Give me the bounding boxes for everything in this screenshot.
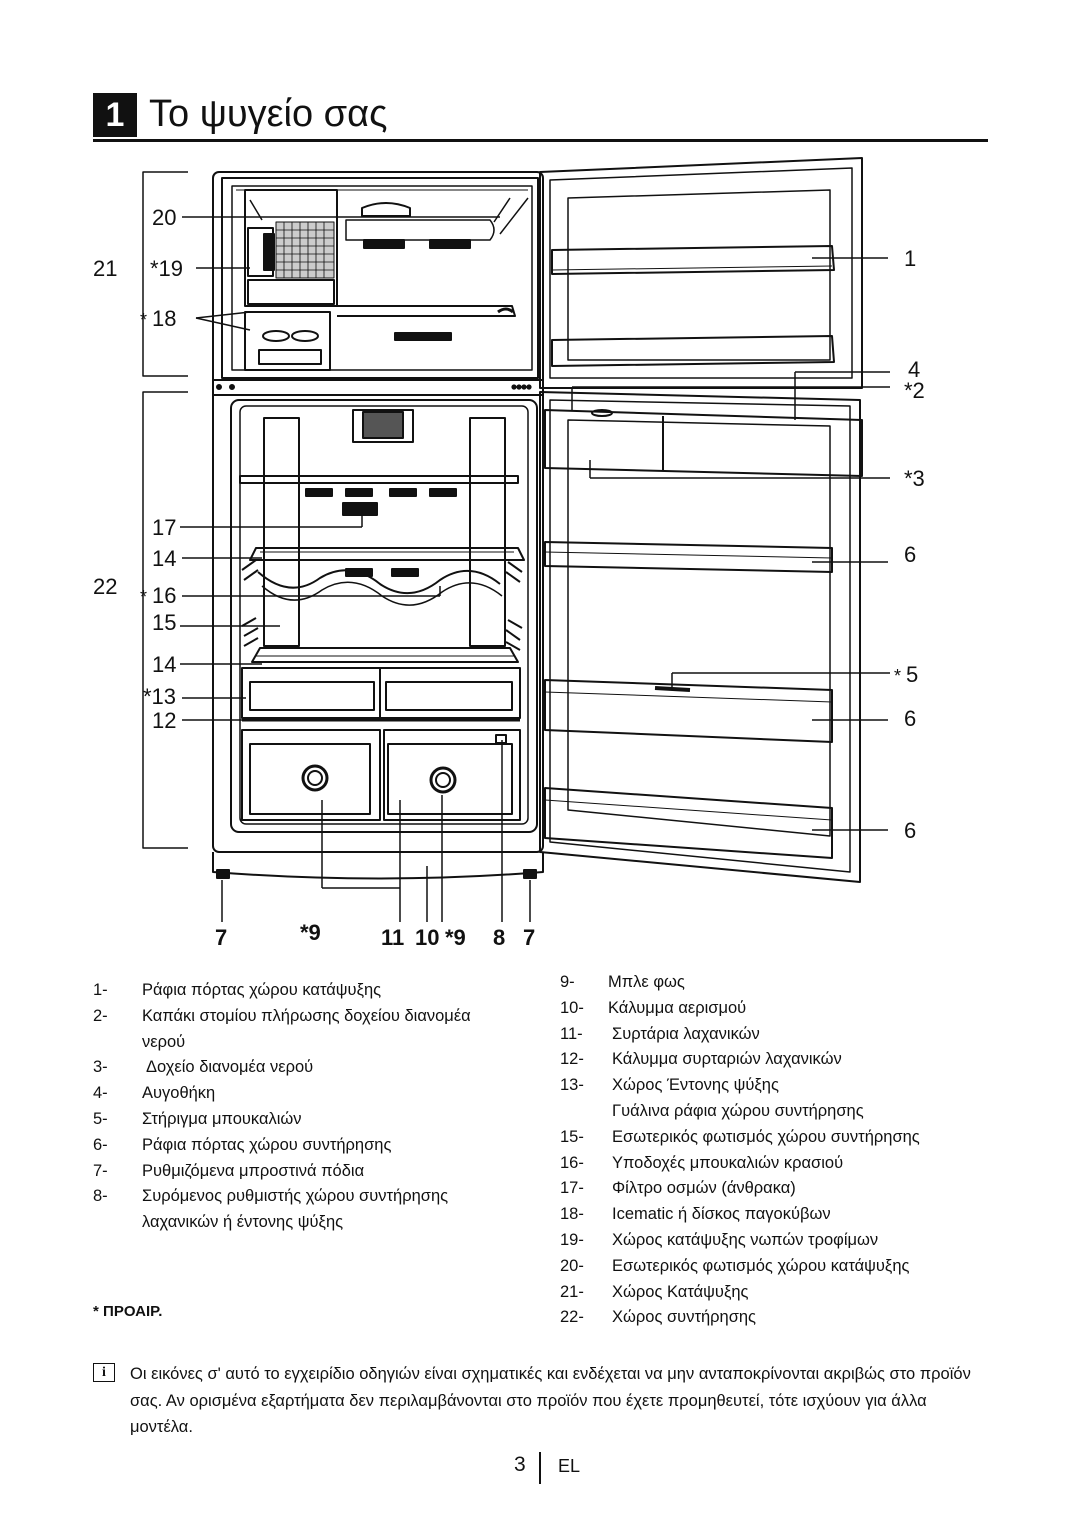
legend-item: 9-Μπλε φως <box>560 973 685 991</box>
legend-item: λαχανικών ή έντονης ψύξης <box>142 1213 344 1232</box>
callout-19: *19 <box>150 256 183 281</box>
legend-item: 21-Χώρος Κατάψυξης <box>560 1282 749 1301</box>
callout-18: 18 <box>152 306 176 331</box>
legend-item: 8-Συρόμενος ρυθμιστής χώρου συντήρησης <box>93 1187 449 1206</box>
bracket-lines <box>142 171 188 849</box>
callout-17: 17 <box>152 515 176 540</box>
info-note: Οι εικόνες σ' αυτό το εγχειρίδιο οδηγιών… <box>130 1365 971 1436</box>
freezer-interior <box>244 189 529 371</box>
legend-item: 6-Ράφια πόρτας χώρου συντήρησης <box>93 1135 392 1154</box>
fridge-interior <box>239 409 525 821</box>
legend-item: 15-Εσωτερικός φωτισμός χώρου συντήρησης <box>560 1127 920 1146</box>
section-number: 1 <box>93 93 137 137</box>
fridge-diagram: 20 21 *19 * 18 17 14 22 * 16 15 14 *13 1… <box>93 157 925 950</box>
legend-item: 18-Icematic ή δίσκος παγοκύβων <box>560 1205 831 1224</box>
callout-6-upper: 6 <box>904 542 916 567</box>
optional-note: * ΠΡΟΑΙΡ. <box>93 1303 163 1320</box>
freezer-door <box>539 157 863 389</box>
legend-item: 19-Χώρος κατάψυξης νωπών τροφίμων <box>560 1230 879 1249</box>
legend-item: 1-Ράφια πόρτας χώρου κατάψυξης <box>93 981 382 999</box>
info-icon: i <box>93 1363 115 1382</box>
callout-13: *13 <box>143 684 176 709</box>
callout-9-left: *9 <box>300 920 321 945</box>
svg-text:*: * <box>894 666 901 686</box>
legend-item: 13-Χώρος Έντονης ψύξης <box>560 1076 779 1095</box>
callout-2: *2 <box>904 378 925 403</box>
legend-item: 4-Αυγοθήκη <box>93 1084 216 1103</box>
legend-item: 5-Στήριγμα μπουκαλιών <box>93 1109 302 1128</box>
callout-8: 8 <box>493 925 505 950</box>
section-title: Το ψυγείο σας <box>149 93 388 135</box>
callout-7-left: 7 <box>215 925 227 950</box>
page-number: 3 <box>514 1453 526 1476</box>
callout-12: 12 <box>152 708 176 733</box>
svg-text:*: * <box>140 310 147 330</box>
legend-item: 12-Κάλυμμα συρταριών λαχανικών <box>560 1050 842 1069</box>
callout-7-right: 7 <box>523 925 535 950</box>
callout-10: 10 <box>415 925 439 950</box>
callout-5: 5 <box>906 662 918 687</box>
callout-14-lower: 14 <box>152 652 176 677</box>
legend-item: 16-Υποδοχές μπουκαλιών κρασιού <box>560 1153 844 1172</box>
callout-14-shelf: 14 <box>152 546 176 571</box>
callout-15: 15 <box>152 610 176 635</box>
callout-11: 11 <box>381 925 404 950</box>
callout-20: 20 <box>152 205 176 230</box>
callout-3: *3 <box>904 466 925 491</box>
callout-6-middle: 6 <box>904 706 916 731</box>
callout-9-right: *9 <box>445 925 466 950</box>
callout-labels: 20 21 *19 * 18 17 14 22 * 16 15 14 *13 1… <box>93 205 925 950</box>
callout-1: 1 <box>904 246 916 271</box>
legend-item: 7-Ρυθμιζόμενα μπροστινά πόδια <box>93 1161 365 1180</box>
legend-item: 10-Κάλυμμα αερισμού <box>560 998 747 1017</box>
legend-item: νερού <box>142 1032 186 1051</box>
legend-item: 20-Εσωτερικός φωτισμός χώρου κατάψυξης <box>560 1256 910 1275</box>
callout-22: 22 <box>93 574 117 599</box>
callout-6-lower: 6 <box>904 818 916 843</box>
fridge-door <box>539 391 863 883</box>
callout-21: 21 <box>93 256 117 281</box>
legend-right: 9-Μπλε φως 10-Κάλυμμα αερισμού 11-Συρτάρ… <box>560 970 980 1331</box>
svg-text:*: * <box>140 587 147 607</box>
cabinet-body <box>212 171 544 880</box>
callout-4: 4 <box>908 357 920 382</box>
legend-item: 11-Συρτάρια λαχανικών <box>560 1024 760 1043</box>
legend-item: 3-Δοχείο διανομέα νερού <box>93 1058 314 1077</box>
legend-item: Γυάλινα ράφια χώρου συντήρησης <box>612 1101 864 1120</box>
legend-item: 2-Καπάκι στομίου πλήρωσης δοχείου διανομ… <box>93 1006 471 1025</box>
legend-left: 1-Ράφια πόρτας χώρου κατάψυξης 2-Καπάκι … <box>93 978 533 1236</box>
legend-item: 22-Χώρος συντήρησης <box>560 1308 757 1327</box>
callout-16: 16 <box>152 583 176 608</box>
leader-lines <box>180 216 890 922</box>
section-heading: 1 Το ψυγείο σας <box>93 93 988 142</box>
footer-divider <box>539 1452 541 1484</box>
legend-item: 17-Φίλτρο οσμών (άνθρακα) <box>560 1179 796 1198</box>
language-code: EL <box>558 1456 581 1476</box>
